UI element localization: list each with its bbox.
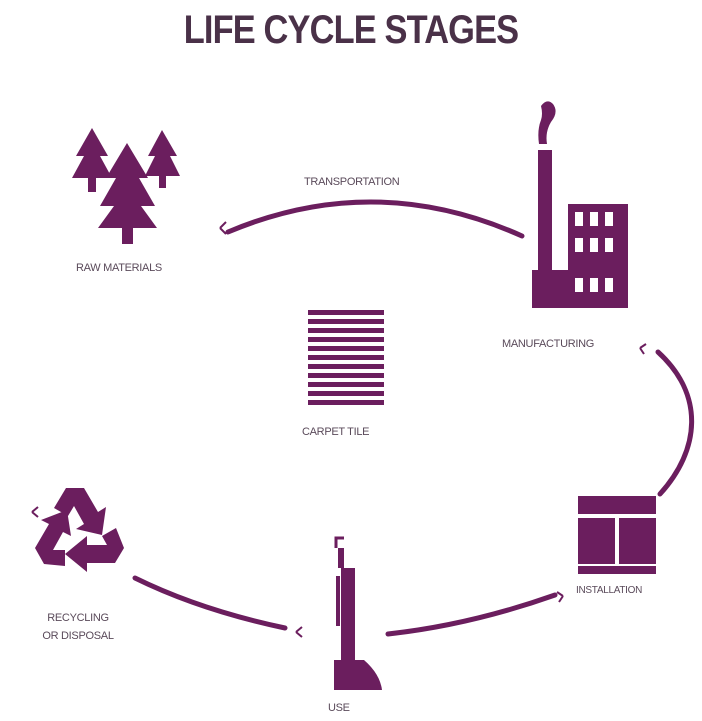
tree-icon: [72, 128, 180, 244]
page-title: LIFE CYCLE STAGES: [183, 8, 519, 52]
flow-arrow-use-recycling: [132, 575, 288, 631]
vacuum-icon: [334, 536, 382, 690]
transportation-label: TRANSPORTATION: [304, 176, 400, 188]
factory-icon: [532, 101, 628, 308]
recycling-label-line2: OR DISPOSAL: [42, 630, 114, 642]
arrowhead-icon: [556, 591, 564, 603]
flow-arrow-manufacturing-installation: [655, 349, 695, 497]
installation-label: INSTALLATION: [576, 585, 643, 596]
arrowhead-icon: [639, 343, 647, 355]
recycling-label: RECYCLING OR DISPOSAL: [28, 612, 128, 642]
arrowhead-icon: [219, 221, 227, 235]
carpet-tile-icon: [308, 310, 384, 405]
manufacturing-label: MANUFACTURING: [502, 338, 595, 350]
arrowhead-icon: [31, 506, 39, 518]
use-label: USE: [328, 702, 350, 714]
carpet-tile-label: CARPET TILE: [302, 426, 370, 438]
recycling-label-line1: RECYCLING: [47, 612, 109, 624]
recycle-icon: [35, 488, 124, 572]
raw-materials-label: RAW MATERIALS: [76, 262, 162, 274]
flow-arrow-installation-use: [385, 592, 558, 637]
boxes-icon: [578, 496, 656, 574]
flow-arrow-transportation: [225, 199, 525, 239]
arrowhead-icon: [295, 626, 303, 638]
